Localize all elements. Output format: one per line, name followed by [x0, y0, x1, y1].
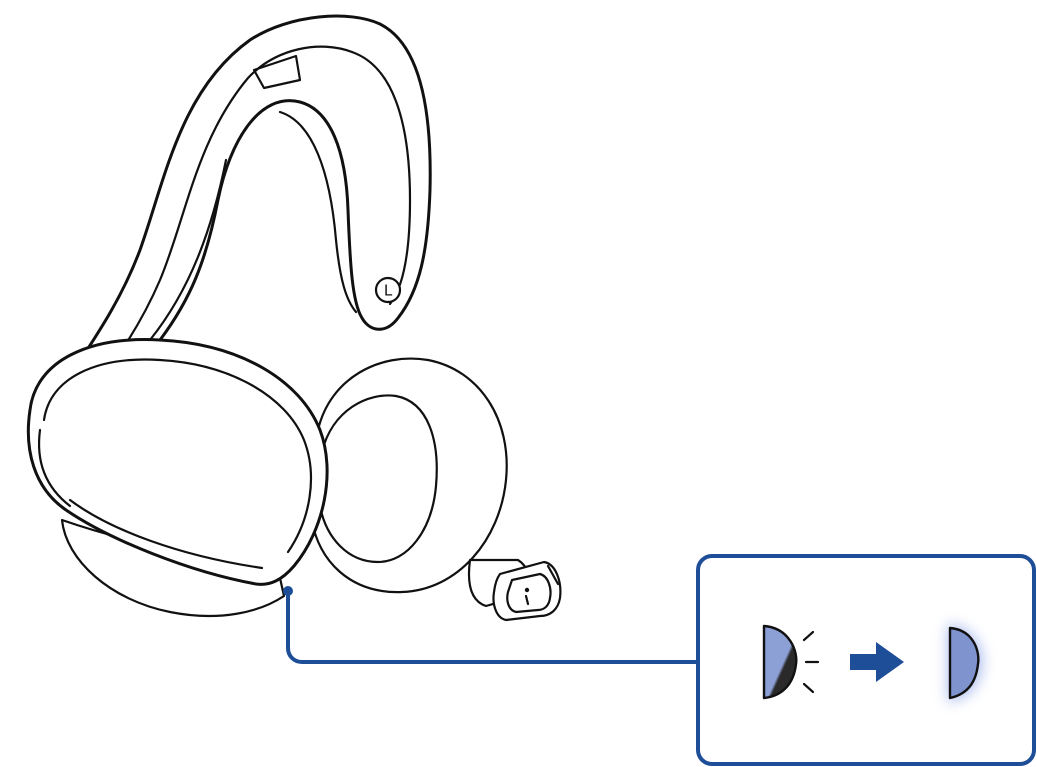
- light-location-dot-icon: [283, 586, 293, 596]
- right-ear-cup: [308, 357, 508, 594]
- indicator-callout-box: [696, 554, 1036, 766]
- headset-icon: L: [26, 14, 562, 622]
- left-side-letter: L: [384, 282, 393, 300]
- callout-leader-line: [286, 594, 700, 664]
- microphone-boom: [467, 558, 562, 622]
- left-ear-cup: [26, 338, 329, 618]
- indicator-light-blinking-icon: [762, 624, 820, 700]
- left-side-marker: L: [374, 276, 402, 304]
- arrow-right-icon: [850, 642, 904, 682]
- indicator-light-steady-icon: [948, 624, 983, 702]
